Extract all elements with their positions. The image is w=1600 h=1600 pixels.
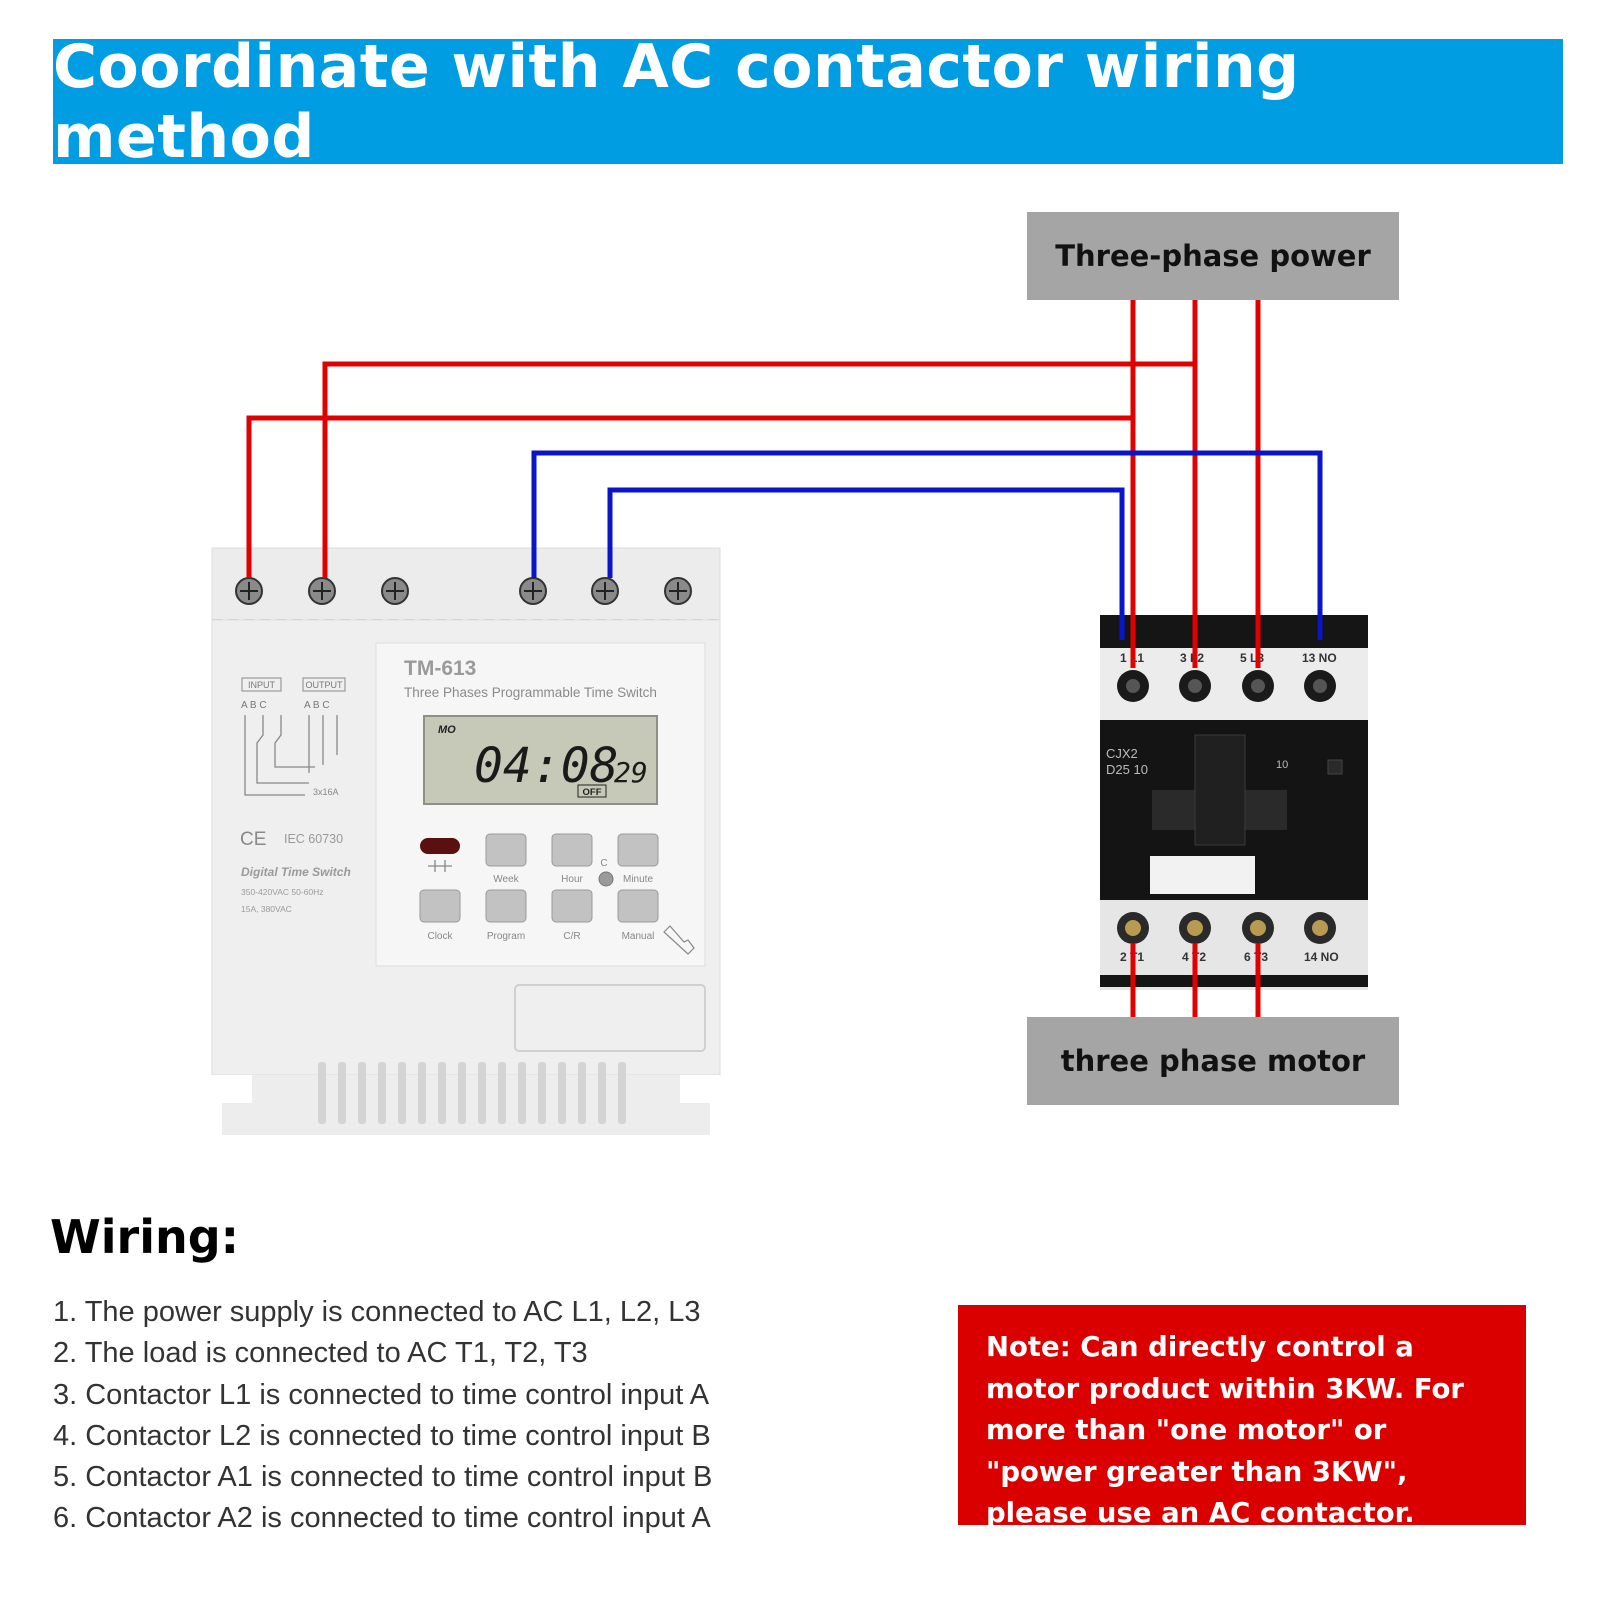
- cr-button[interactable]: [551, 889, 593, 923]
- lcd-status: OFF: [583, 787, 602, 798]
- hour-button-label: Hour: [561, 874, 583, 885]
- timer-terminal-screws: [235, 577, 692, 605]
- note-box: Note: Can directly control a motor produ…: [958, 1305, 1526, 1529]
- lcd-display: MO 04:08 29 OFF: [423, 715, 658, 805]
- manual-button-label: Manual: [622, 931, 655, 942]
- lcd-seconds: 29: [614, 756, 648, 789]
- terminal-label-5-l3: 5 L3: [1240, 651, 1264, 665]
- wiring-steps-list: 1. The power supply is connected to AC L…: [53, 1292, 712, 1540]
- clock-button-label: Clock: [427, 931, 453, 942]
- cr-button-label: C/R: [563, 931, 580, 942]
- wiring-step: 5. Contactor A1 is connected to time con…: [53, 1461, 713, 1494]
- manual-button[interactable]: [617, 889, 659, 923]
- contactor-model-line-2: D25 10: [1106, 762, 1148, 777]
- clock-button[interactable]: [419, 889, 461, 923]
- led-symbol-icon: [428, 860, 452, 872]
- reset-label: C: [600, 858, 607, 869]
- control-wire-a1: [531, 450, 1323, 640]
- cover-window: [514, 984, 706, 1052]
- week-button-label: Week: [493, 874, 519, 885]
- timer-buttons: Week Hour C Minute Clock Program C/R Man…: [419, 833, 695, 955]
- iec-label: IEC 60730: [284, 832, 343, 846]
- ac-contactor: CJX2 D25 10 10 1 L1 3 L2 5 L3 13 NO 2 T1…: [1100, 615, 1368, 990]
- time-switch-device: INPUT OUTPUT A B C A B C 3x16A CE IEC 60…: [211, 547, 721, 1135]
- hand-pointer-icon: [663, 925, 695, 955]
- hour-button[interactable]: [551, 833, 593, 867]
- ce-mark: CE: [240, 829, 266, 850]
- note-text: Note: Can directly control a motor produ…: [986, 1331, 1464, 1529]
- three-phase-motor-text: three phase motor: [1060, 1044, 1366, 1078]
- lcd-time: 04:08: [474, 738, 619, 794]
- terminal-label-13-no: 13 NO: [1302, 651, 1337, 665]
- output-abc-label: A B C: [304, 700, 330, 711]
- wiring-step: 3. Contactor L1 is connected to time con…: [53, 1378, 710, 1411]
- control-wire-a2: [607, 487, 1125, 640]
- status-led: [420, 838, 460, 854]
- page-title: Coordinate with AC contactor wiring meth…: [53, 31, 1300, 172]
- contactor-model-line-1: CJX2: [1106, 746, 1138, 761]
- contactor-code: 10: [1276, 759, 1288, 771]
- wiring-step: 1. The power supply is connected to AC L…: [53, 1296, 701, 1328]
- timer-input-b-wire: [322, 361, 1195, 578]
- minute-button-label: Minute: [623, 874, 653, 885]
- three-phase-power-label: Three-phase power: [1027, 212, 1399, 300]
- terminal-label-14-no: 14 NO: [1304, 950, 1339, 964]
- spec-line-1: 350-420VAC 50-60Hz: [241, 887, 324, 897]
- timer-schematic-icon: [244, 715, 338, 796]
- brand-label: Digital Time Switch: [241, 865, 351, 879]
- input-label: INPUT: [248, 680, 276, 690]
- model-label: TM-613: [404, 657, 476, 680]
- program-button[interactable]: [485, 889, 527, 923]
- subtitle-label: Three Phases Programmable Time Switch: [404, 685, 657, 700]
- minute-button[interactable]: [617, 833, 659, 867]
- three-phase-power-text: Three-phase power: [1055, 239, 1371, 273]
- wires: [246, 300, 1323, 1017]
- title-banner: Coordinate with AC contactor wiring meth…: [53, 32, 1563, 172]
- reset-button[interactable]: [598, 871, 614, 887]
- week-button[interactable]: [485, 833, 527, 867]
- wiring-heading: Wiring:: [50, 1210, 240, 1264]
- rating-label: 3x16A: [313, 787, 339, 797]
- wiring-step: 2. The load is connected to AC T1, T2, T…: [53, 1337, 588, 1370]
- program-button-label: Program: [487, 931, 525, 942]
- output-label: OUTPUT: [306, 680, 344, 690]
- wiring-step: 6. Contactor A2 is connected to time con…: [53, 1502, 711, 1535]
- input-abc-label: A B C: [241, 700, 267, 711]
- lcd-day: MO: [438, 724, 456, 736]
- spec-line-2: 15A, 380VAC: [241, 904, 292, 914]
- wiring-step: 4. Contactor L2 is connected to time con…: [53, 1419, 711, 1452]
- contactor-top-terminals: 1 L1 3 L2 5 L3 13 NO: [1117, 651, 1337, 702]
- vent-slots: [318, 1062, 626, 1124]
- timer-input-a-wire: [246, 415, 1133, 578]
- terminal-label-3-l2: 3 L2: [1180, 651, 1204, 665]
- three-phase-motor-label: three phase motor: [1027, 1017, 1399, 1105]
